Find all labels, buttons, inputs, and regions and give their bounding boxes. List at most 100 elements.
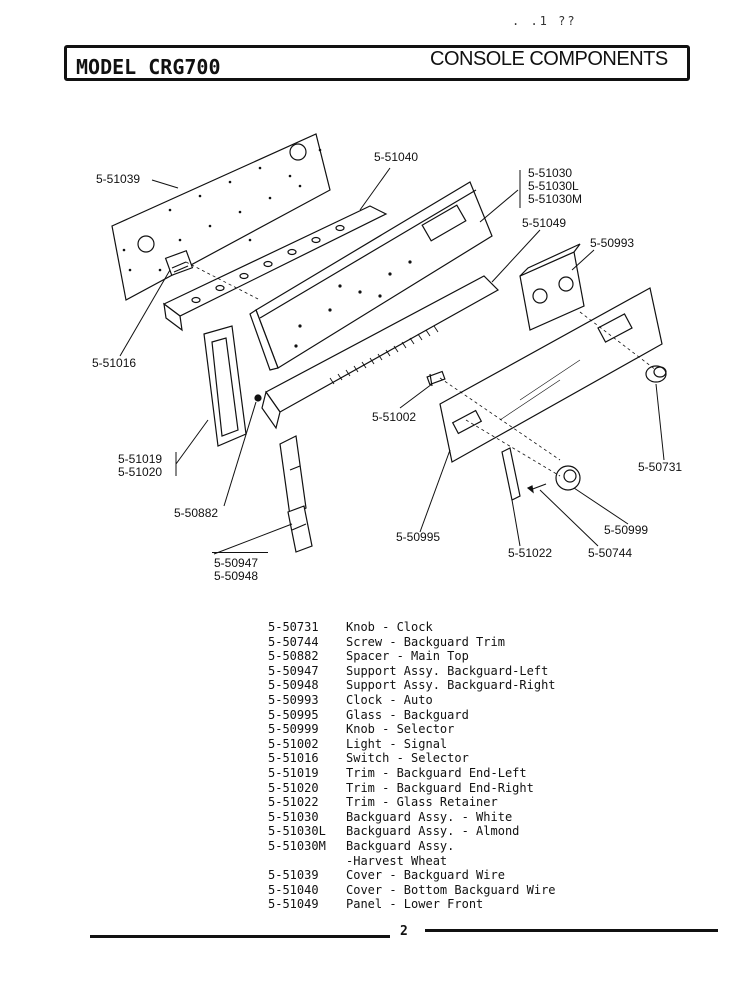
switch-selector-part — [164, 250, 194, 276]
spacer-main-top-part — [254, 394, 262, 402]
callout-5-50947: 5-50947 — [214, 556, 259, 570]
parts-list-row: 5-51020 Trim - Backguard End-Right — [268, 781, 556, 796]
callout-5-50993: 5-50993 — [590, 236, 635, 250]
parts-list-row: 5-50882 Spacer - Main Top — [268, 649, 556, 664]
section-title: CONSOLE COMPONENTS — [430, 48, 668, 70]
part-description: Spacer - Main Top — [346, 649, 469, 664]
footer-rule-right — [425, 929, 718, 932]
parts-list-row: 5-51039 Cover - Backguard Wire — [268, 868, 556, 883]
parts-list-row: 5-51030 Backguard Assy. - White — [268, 810, 556, 825]
parts-list-row: 5-50993 Clock - Auto — [268, 693, 556, 708]
knob-clock-part — [645, 365, 667, 383]
screw-backguard-trim-part — [526, 483, 547, 494]
part-description: Knob - Clock — [346, 620, 433, 634]
part-number: 5-51049 — [268, 897, 319, 912]
trim-backguard-end-part — [203, 325, 247, 447]
part-number: 5-51030M — [268, 838, 326, 853]
part-number: 5-51002 — [268, 736, 319, 751]
callout-5-51030L: 5-51030L — [528, 179, 579, 193]
parts-list-row: 5-50731 Knob - Clock — [268, 620, 556, 635]
backguard-assembly-part — [249, 181, 493, 371]
part-number: 5-51022 — [268, 795, 319, 810]
light-signal-part — [426, 370, 446, 387]
part-number: 5-51030L — [268, 824, 326, 839]
parts-list-row: 5-51002 Light - Signal — [268, 737, 556, 752]
callout-5-51049: 5-51049 — [522, 216, 567, 230]
part-number: 5-51019 — [268, 765, 319, 780]
part-number: 5-51039 — [268, 868, 319, 883]
callout-5-50882: 5-50882 — [174, 506, 219, 520]
parts-list-row: 5-50948 Support Assy. Backguard-Right — [268, 678, 556, 693]
parts-list-row: 5-50995 Glass - Backguard — [268, 708, 556, 723]
part-description: -Harvest Wheat — [346, 853, 448, 868]
part-number: 5-50744 — [268, 634, 319, 649]
part-number: 5-51040 — [268, 882, 319, 897]
support-assembly-part — [279, 435, 313, 553]
part-description: Backguard Assy. - White — [346, 809, 513, 824]
callout-5-51022: 5-51022 — [508, 546, 553, 560]
parts-list-row: 5-50744 Screw - Backguard Trim — [268, 635, 556, 650]
part-description: Clock - Auto — [346, 692, 433, 707]
callout-5-51039: 5-51039 — [96, 172, 141, 186]
part-description: Knob - Selector — [346, 722, 455, 737]
callout-5-50995: 5-50995 — [396, 530, 441, 544]
callout-5-51030: 5-51030 — [528, 166, 573, 180]
part-number: 5-50947 — [268, 663, 319, 678]
parts-list-row: 5-50947 Support Assy. Backguard-Left — [268, 664, 556, 679]
part-number: 5-50731 — [268, 620, 319, 634]
part-description: Support Assy. Backguard-Right — [346, 678, 556, 693]
part-description: Backguard Assy. - Almond — [346, 824, 520, 839]
trim-glass-retainer-part — [501, 447, 521, 501]
part-number: 5-51016 — [268, 751, 319, 766]
callout-5-51016: 5-51016 — [92, 356, 137, 370]
part-description: Light - Signal — [346, 736, 448, 751]
callout-5-51020: 5-51020 — [118, 465, 163, 479]
glass-backguard-part — [439, 287, 663, 463]
part-number: 5-51020 — [268, 780, 319, 795]
part-number: 5-51030 — [268, 809, 319, 824]
parts-list: 5-50731 Knob - Clock 5-50744 Screw - Backgu… — [268, 620, 556, 912]
part-description: Panel - Lower Front — [346, 897, 484, 912]
part-number — [268, 854, 344, 869]
part-description: Cover - Backguard Wire — [346, 868, 505, 883]
callout-5-50731: 5-50731 — [638, 460, 683, 474]
part-description: Switch - Selector — [346, 751, 469, 766]
part-description: Cover - Bottom Backguard Wire — [346, 882, 556, 897]
part-description: Screw - Backguard Trim — [346, 634, 505, 649]
part-description: Trim - Backguard End-Right — [346, 780, 534, 795]
part-description: Backguard Assy. — [346, 838, 455, 853]
parts-list-row: 5-51030L Backguard Assy. - Almond — [268, 824, 556, 839]
part-description: Trim - Glass Retainer — [346, 795, 498, 810]
cover-backguard-wire-part — [111, 133, 331, 301]
part-description: Support Assy. Backguard-Left — [346, 663, 549, 678]
parts-list-row: 5-51040 Cover - Bottom Backguard Wire — [268, 883, 556, 898]
part-number: 5-50948 — [268, 678, 319, 693]
callout-underline — [212, 552, 268, 553]
part-description: Trim - Backguard End-Left — [346, 765, 527, 780]
model-title: MODEL CRG700 — [76, 55, 221, 79]
footer-rule-left — [90, 935, 390, 938]
panel-lower-front-part — [261, 275, 499, 430]
parts-list-row: 5-51019 Trim - Backguard End-Left — [268, 766, 556, 781]
knob-selector-part — [555, 465, 581, 491]
callout-5-51030M: 5-51030M — [528, 192, 583, 206]
parts-list-row: -Harvest Wheat — [268, 854, 556, 869]
part-number: 5-50999 — [268, 722, 319, 737]
callout-5-51002: 5-51002 — [372, 410, 417, 424]
cover-bottom-backguard-wire-part — [162, 205, 388, 332]
parts-list-row: 5-51049 Panel - Lower Front — [268, 897, 556, 912]
page-number: 2 — [400, 924, 408, 939]
callout-5-51040: 5-51040 — [374, 150, 419, 164]
callout-5-50948: 5-50948 — [214, 569, 259, 583]
parts-list-row: 5-51016 Switch - Selector — [268, 751, 556, 766]
part-number: 5-50882 — [268, 649, 319, 664]
part-description: Glass - Backguard — [346, 707, 469, 722]
parts-list-row: 5-51022 Trim - Glass Retainer — [268, 795, 556, 810]
callout-5-50999: 5-50999 — [604, 523, 649, 537]
callout-5-51019: 5-51019 — [118, 452, 163, 466]
clock-auto-part — [519, 243, 585, 331]
part-number: 5-50995 — [268, 707, 319, 722]
corner-handwritten-mark: . .1 ?? — [512, 14, 577, 28]
part-number: 5-50993 — [268, 692, 319, 707]
